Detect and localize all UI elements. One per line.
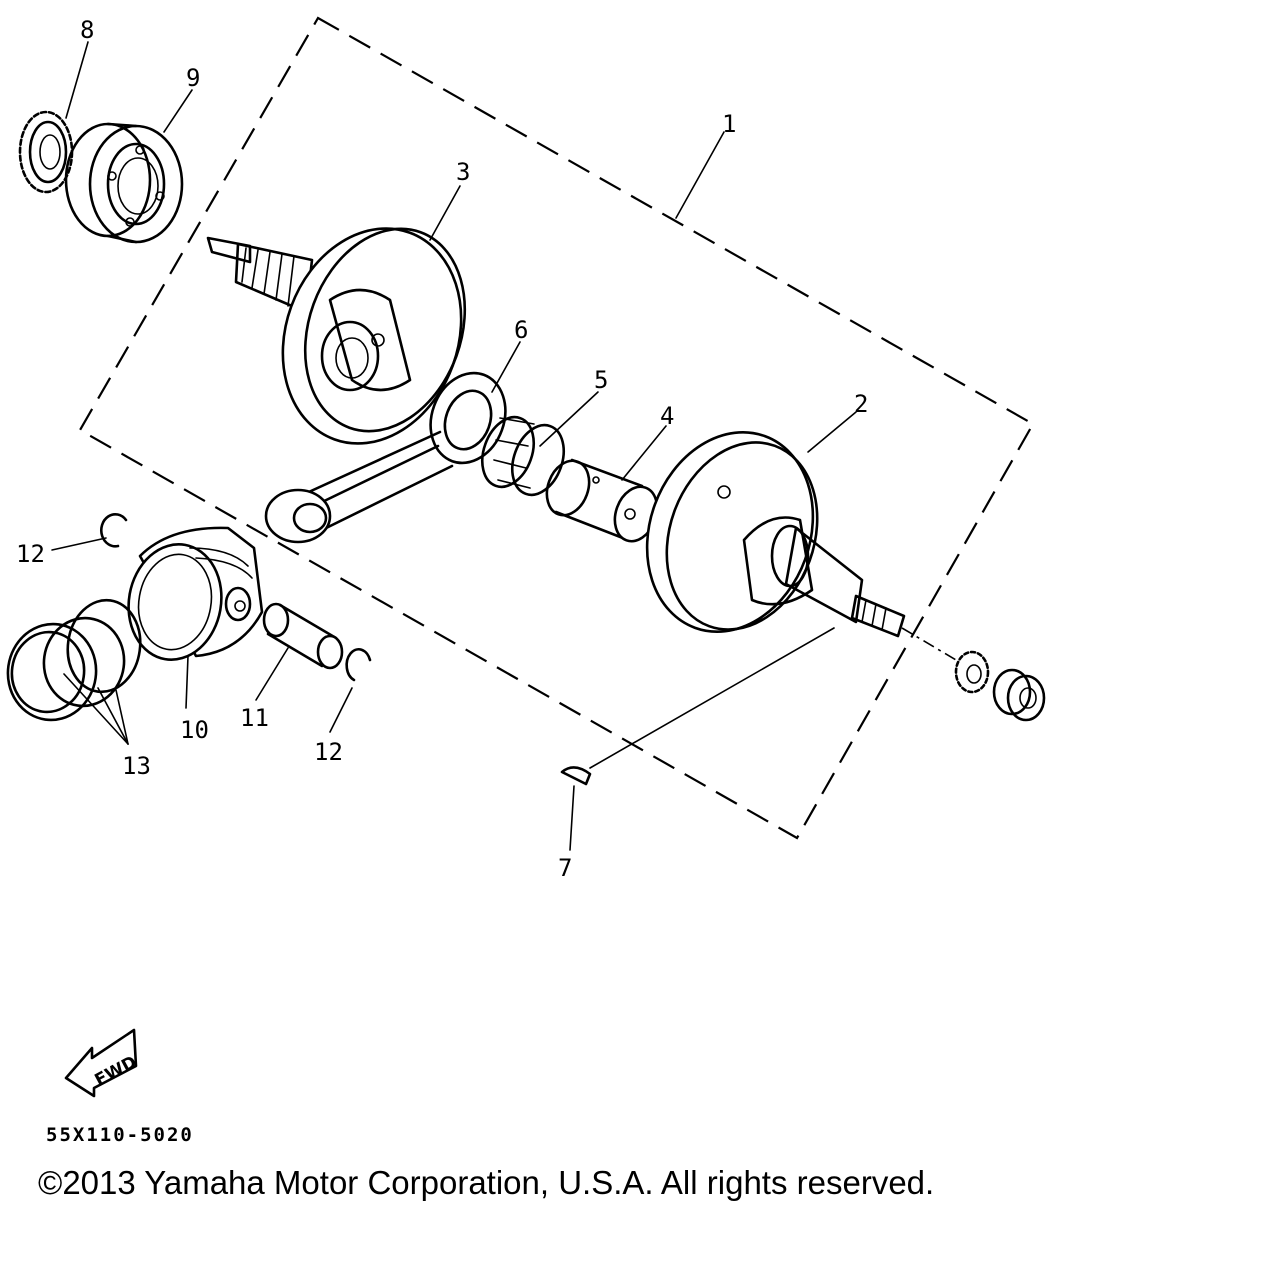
part-4-crank-pin — [545, 458, 659, 543]
callout-4: 4 — [660, 402, 674, 430]
part-5-needle-bearing — [481, 415, 565, 497]
callout-10: 10 — [180, 716, 209, 744]
callout-13: 13 — [122, 752, 151, 780]
part-12-circlip-right — [345, 647, 372, 682]
part-12-circlip-left — [100, 513, 128, 548]
leader-lines — [51, 41, 857, 851]
part-13-piston-rings — [6, 598, 142, 722]
callout-1: 1 — [722, 110, 736, 138]
part-3-left-crank-half — [206, 227, 467, 445]
callout-3: 3 — [456, 158, 470, 186]
callout-9: 9 — [186, 64, 200, 92]
callout-11: 11 — [240, 704, 269, 732]
nut — [992, 668, 1046, 722]
part-2-right-crank-half — [645, 431, 906, 638]
crankshaft-assembly-boundary — [78, 16, 1035, 840]
callout-6: 6 — [514, 316, 528, 344]
washer — [954, 650, 990, 694]
fwd-arrow-icon: FWD — [64, 1028, 140, 1098]
part-11-piston-pin — [262, 602, 344, 670]
callout-7: 7 — [558, 854, 572, 882]
copyright-notice: ©2013 Yamaha Motor Corporation, U.S.A. A… — [38, 1164, 935, 1201]
callout-8: 8 — [80, 16, 94, 44]
part-10-piston — [127, 526, 264, 661]
part-8-drive-gear — [18, 110, 74, 194]
shaft-centerline — [901, 627, 957, 661]
part-7-woodruff-key — [560, 766, 592, 786]
part-9-bearing — [64, 122, 184, 244]
callout-labels: 1 2 3 4 5 6 7 8 9 10 11 12 12 13 — [16, 16, 868, 882]
callout-12-right: 12 — [314, 738, 343, 766]
callout-2: 2 — [854, 390, 868, 418]
callout-5: 5 — [594, 366, 608, 394]
part-code: 55X110-5020 — [46, 1124, 194, 1146]
callout-12-left: 12 — [16, 540, 45, 568]
